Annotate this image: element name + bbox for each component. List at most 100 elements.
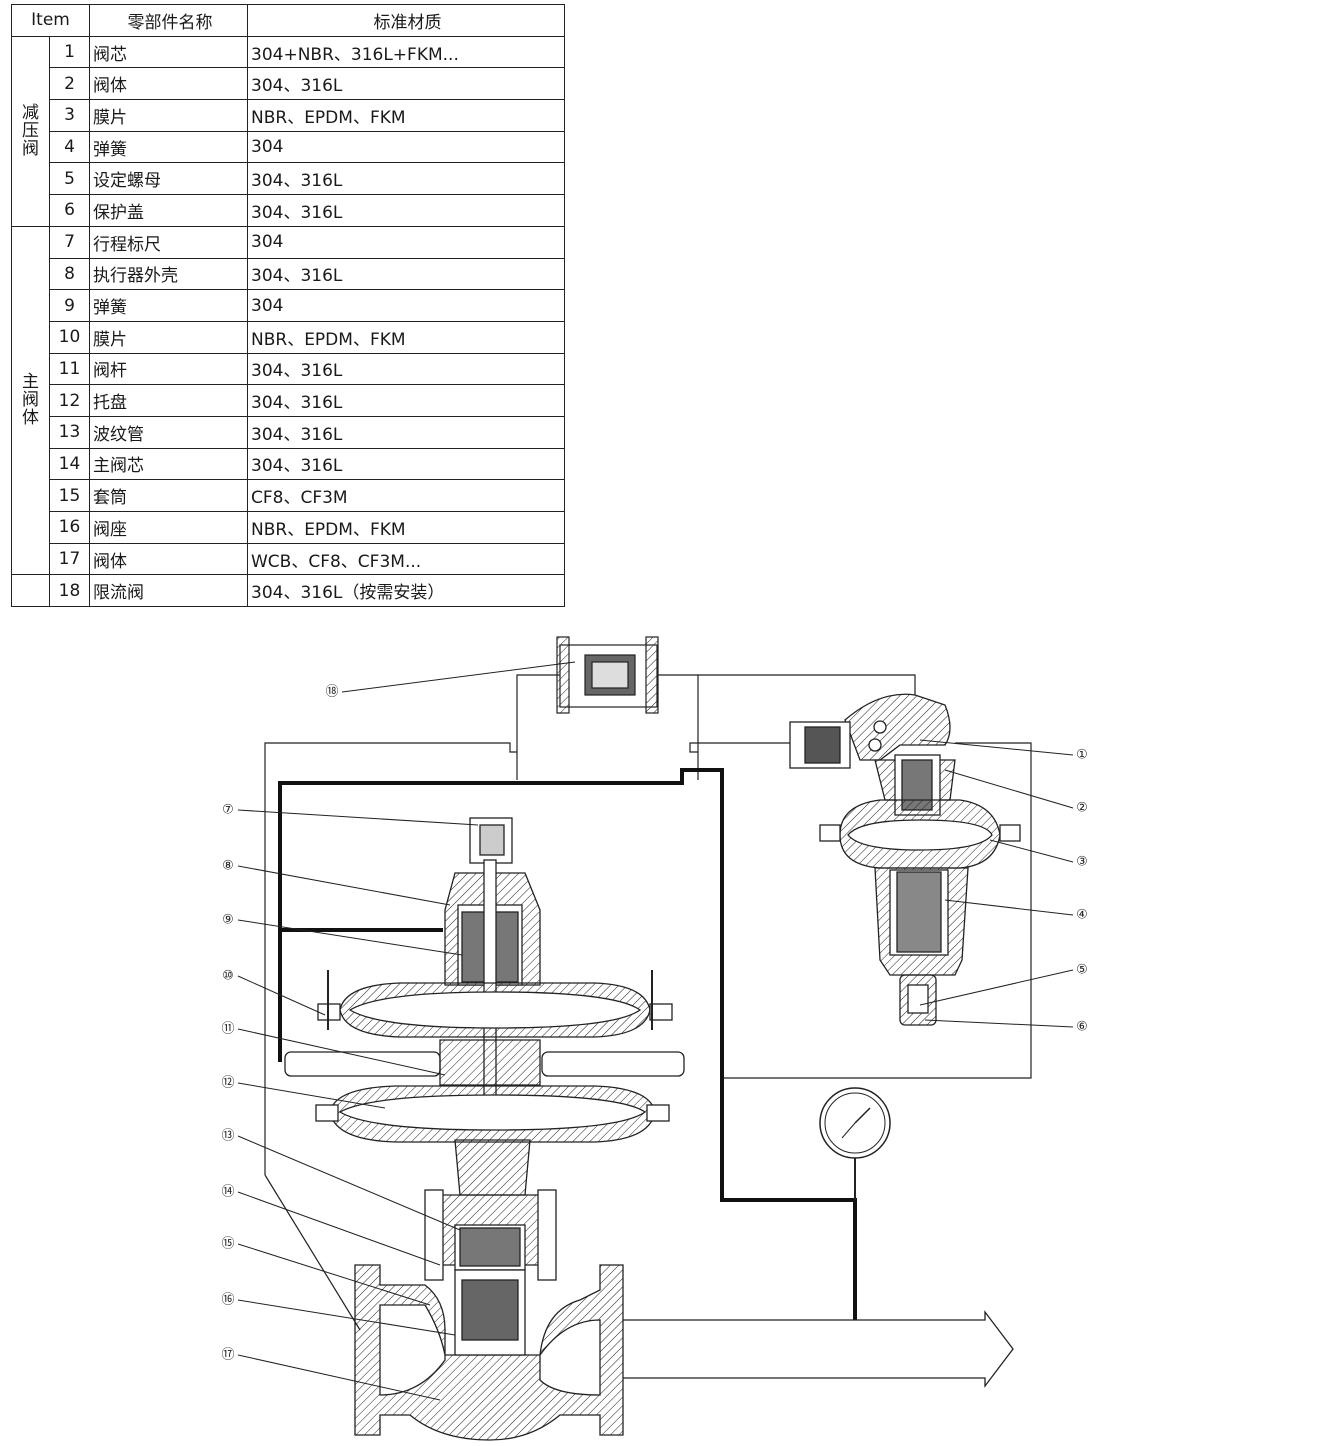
callout-17: ⑰	[221, 1348, 234, 1363]
callout-labels: ⑱ ① ② ③ ④ ⑤ ⑥ ⑦ ⑧ ⑨ ⑩ ⑪ ⑫ ⑬ ⑭ ⑮ ⑯ ⑰	[221, 685, 1087, 1363]
item-number: 2	[49, 67, 90, 101]
main-actuator	[284, 817, 685, 1196]
part-name: 膜片	[89, 99, 248, 132]
callout-10: ⑩	[222, 969, 234, 984]
group-cell: 减压阀	[11, 35, 50, 227]
item-number: 14	[49, 447, 90, 481]
material: NBR、EPDM、FKM	[247, 511, 565, 544]
part-name: 弹簧	[89, 289, 248, 322]
material: 304、316L	[247, 162, 565, 196]
material: 304、316L（按需安装）	[247, 574, 565, 608]
item-number: 15	[49, 479, 90, 512]
part-name: 阀体	[89, 542, 248, 576]
callout-4: ④	[1076, 908, 1088, 923]
material: 304	[247, 289, 565, 322]
main-valve-body	[354, 1189, 624, 1441]
callout-18: ⑱	[325, 685, 338, 700]
item-number: 13	[49, 415, 90, 449]
callout-leaders	[237, 661, 1074, 1401]
callout-9: ⑨	[222, 913, 234, 928]
restrictor-valve	[556, 636, 659, 714]
part-name: 主阀芯	[89, 447, 248, 481]
pressure-gauge	[819, 1087, 891, 1200]
item-number: 1	[49, 35, 90, 69]
table-header-row: Item 零部件名称 标准材质	[11, 4, 565, 37]
item-number: 4	[49, 130, 90, 164]
material: 304、316L	[247, 384, 565, 417]
callout-7: ⑦	[222, 803, 234, 818]
material: 304、316L	[247, 415, 565, 449]
material: 304	[247, 130, 565, 164]
group-cell	[11, 574, 50, 608]
item-number: 12	[49, 384, 90, 417]
part-name: 限流阀	[89, 574, 248, 608]
header-item: Item	[11, 4, 90, 37]
material: NBR、EPDM、FKM	[247, 320, 565, 354]
part-name: 阀座	[89, 511, 248, 544]
item-number: 17	[49, 542, 90, 576]
callout-15: ⑮	[221, 1237, 234, 1252]
item-number: 7	[49, 225, 90, 259]
item-number: 6	[49, 194, 90, 227]
callout-6: ⑥	[1076, 1020, 1088, 1035]
item-number: 9	[49, 289, 90, 322]
item-number: 5	[49, 162, 90, 196]
part-name: 托盘	[89, 384, 248, 417]
item-number: 16	[49, 511, 90, 544]
part-name: 设定螺母	[89, 162, 248, 196]
callout-14: ⑭	[221, 1185, 234, 1200]
item-number: 8	[49, 257, 90, 291]
header-part-name: 零部件名称	[89, 4, 248, 37]
flow-arrow	[623, 1310, 1014, 1388]
group-label: 减压阀	[22, 102, 39, 159]
part-name: 弹簧	[89, 130, 248, 164]
part-name: 行程标尺	[89, 225, 248, 259]
material: 304、316L	[247, 67, 565, 101]
callout-5: ⑤	[1076, 963, 1088, 978]
callout-13: ⑬	[221, 1129, 234, 1144]
sensing-line	[278, 768, 857, 1320]
material: WCB、CF8、CF3M...	[247, 542, 565, 576]
part-name: 阀杆	[89, 352, 248, 386]
header-material: 标准材质	[247, 4, 565, 37]
material: CF8、CF3M	[247, 479, 565, 512]
pilot-regulator	[789, 693, 1021, 1026]
valve-diagram: ⑱ ① ② ③ ④ ⑤ ⑥ ⑦ ⑧ ⑨ ⑩ ⑪ ⑫ ⑬ ⑭ ⑮ ⑯ ⑰	[221, 636, 1088, 1441]
part-name: 阀芯	[89, 35, 248, 69]
material: 304、316L	[247, 352, 565, 386]
callout-3: ③	[1076, 855, 1088, 870]
material: 304、316L	[247, 194, 565, 227]
part-name: 波纹管	[89, 415, 248, 449]
item-number: 10	[49, 320, 90, 354]
part-name: 执行器外壳	[89, 257, 248, 291]
callout-8: ⑧	[222, 859, 234, 874]
part-name: 保护盖	[89, 194, 248, 227]
group-label: 主阀体	[22, 372, 39, 429]
material: NBR、EPDM、FKM	[247, 99, 565, 132]
material: 304、316L	[247, 257, 565, 291]
material: 304	[247, 225, 565, 259]
callout-11: ⑪	[221, 1022, 234, 1037]
item-number: 11	[49, 352, 90, 386]
material: 304+NBR、316L+FKM...	[247, 35, 565, 69]
callout-16: ⑯	[221, 1293, 234, 1308]
item-number: 3	[49, 99, 90, 132]
